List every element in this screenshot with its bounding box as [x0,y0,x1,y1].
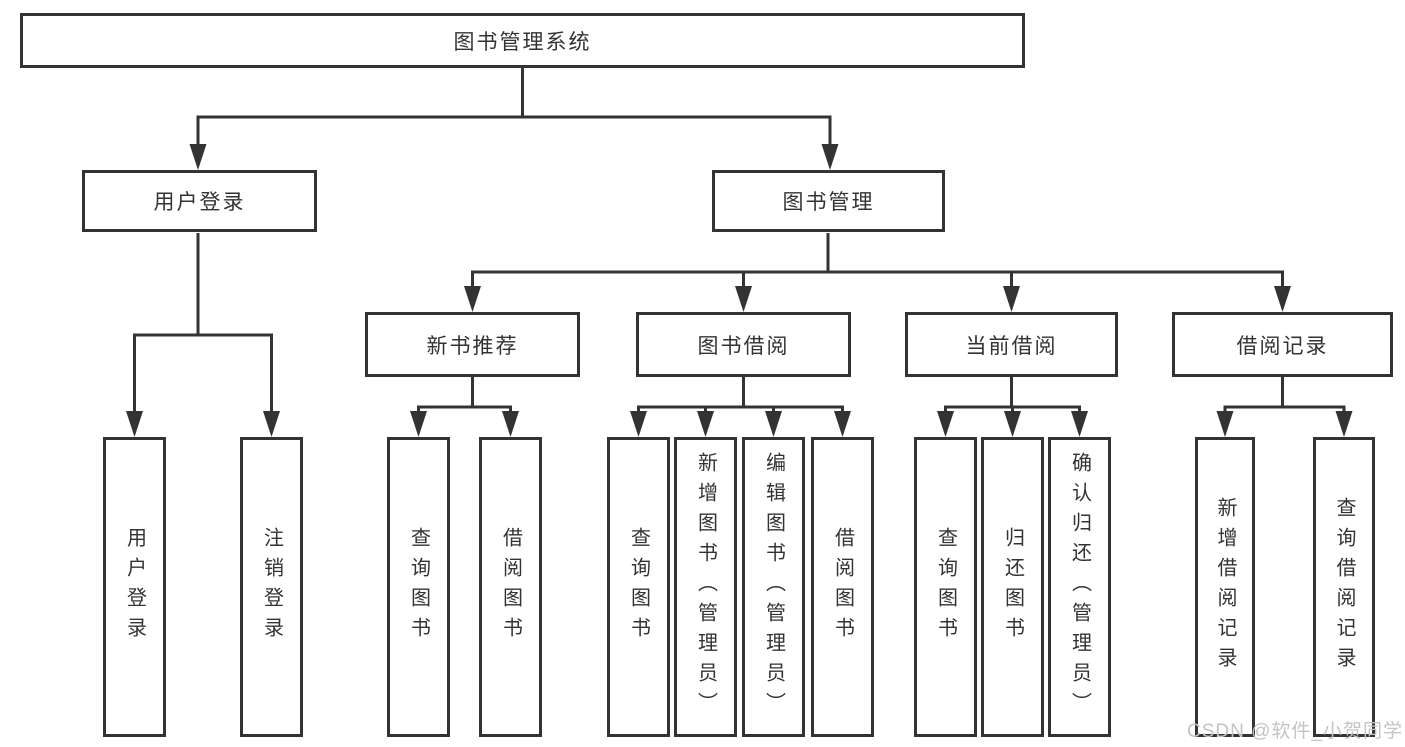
leaf-confirm-return-admin: 确认归还（管理员） [1048,437,1111,737]
leaf-borrow-books-2: 借阅图书 [811,437,874,737]
leaf-query-books-3: 查询图书 [914,437,977,737]
leaf-query-books-2: 查询图书 [607,437,670,737]
leaf-query-books-3-label: 查询图书 [934,527,957,647]
leaf-return-book: 归还图书 [981,437,1044,737]
node-root: 图书管理系统 [20,13,1025,68]
leaf-add-borrow-record: 新增借阅记录 [1195,437,1255,737]
node-user-login: 用户登录 [82,170,317,232]
leaf-borrow-books-2-label: 借阅图书 [831,527,854,647]
leaf-borrow-books-1-label: 借阅图书 [499,527,522,647]
leaf-confirm-return-admin-label: 确认归还（管理员） [1068,452,1091,722]
leaf-add-book-admin-label: 新增图书（管理员） [694,452,717,722]
node-borrow-records: 借阅记录 [1172,312,1393,377]
leaf-edit-book-admin: 编辑图书（管理员） [742,437,805,737]
node-book-borrow: 图书借阅 [636,312,851,377]
leaf-user-login-label: 用户登录 [123,527,146,647]
node-book-management: 图书管理 [712,170,945,232]
leaf-logout-login-label: 注销登录 [260,527,283,647]
leaf-add-borrow-record-label: 新增借阅记录 [1214,497,1236,677]
leaf-return-book-label: 归还图书 [1001,527,1024,647]
leaf-query-borrow-record-label: 查询借阅记录 [1333,497,1355,677]
leaf-query-books-2-label: 查询图书 [627,527,650,647]
leaf-edit-book-admin-label: 编辑图书（管理员） [762,452,785,722]
node-current-borrow: 当前借阅 [905,312,1118,377]
leaf-query-borrow-record: 查询借阅记录 [1313,437,1375,737]
node-new-book-recommend: 新书推荐 [365,312,580,377]
leaf-borrow-books-1: 借阅图书 [479,437,542,737]
leaf-logout-login: 注销登录 [240,437,303,737]
leaf-query-books-1: 查询图书 [387,437,450,737]
leaf-query-books-1-label: 查询图书 [407,527,430,647]
leaf-add-book-admin: 新增图书（管理员） [674,437,737,737]
leaf-user-login: 用户登录 [103,437,166,737]
